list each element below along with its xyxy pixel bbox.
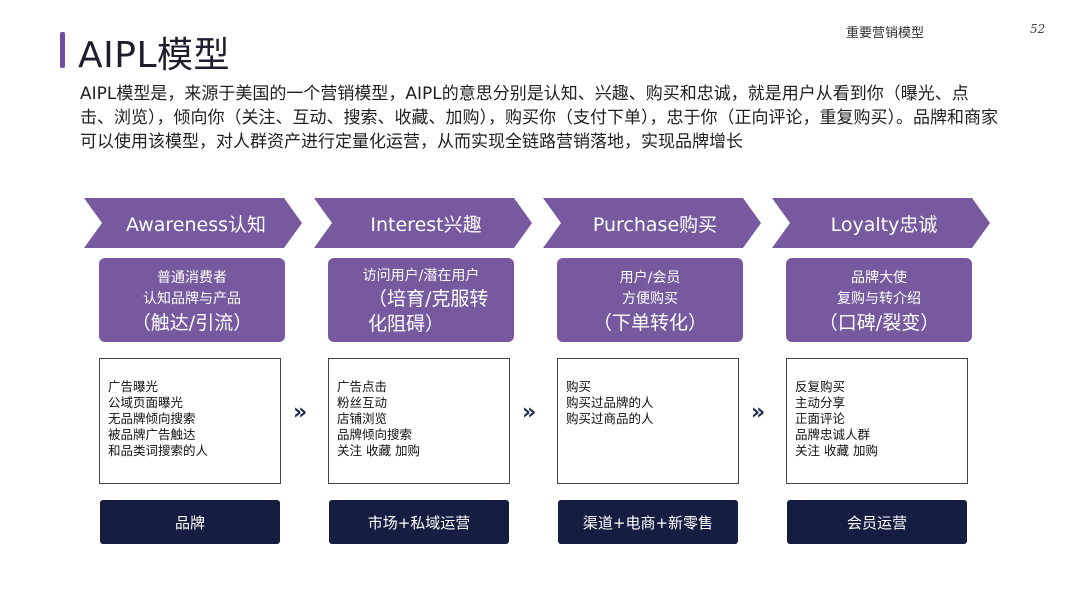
detail-item: 和品类词搜索的人 [108, 443, 209, 458]
channel-bar-purchase: 渠道+电商+新零售 [558, 500, 738, 544]
stage-loyalty: Loyalty忠诚 [772, 198, 990, 248]
stage-label: Interest兴趣 [370, 213, 482, 236]
detail-item: 粉丝互动 [337, 395, 388, 410]
profile-card-purchase: 用户/会员 方便购买 （下单转化） [557, 258, 743, 342]
profile-card-loyalty: 品牌大使 复购与转介绍 （口碑/裂变） [786, 258, 972, 342]
profile-goal: （触达/引流） [131, 312, 253, 334]
detail-item: 品牌倾向搜索 [337, 427, 413, 442]
profile-goal: （下单转化） [592, 312, 707, 334]
channel-label: 市场+私域运营 [367, 513, 471, 532]
title-accent-bar [60, 32, 65, 68]
detail-box-loyalty: 反复购买 主动分享 正面评论 品牌忠诚人群 关注 收藏 加购 [786, 358, 968, 484]
detail-item: 公域页面曝光 [108, 395, 184, 410]
profile-line: 普通消费者 [157, 270, 227, 286]
stage-arrow-loyalty: Loyalty忠诚 [772, 198, 990, 248]
detail-item: 购买 [566, 379, 592, 394]
detail-box-awareness: 广告曝光 公域页面曝光 无品牌倾向搜索 被品牌广告触达 和品类词搜索的人 [99, 358, 281, 484]
detail-item: 关注 收藏 加购 [795, 443, 878, 458]
stage-purchase: Purchase购买 [543, 198, 761, 248]
profile-line: 认知品牌与产品 [143, 291, 241, 307]
stage-arrow-purchase: Purchase购买 [543, 198, 761, 248]
profile-card-interest: 访问用户/潜在用户 （培育/克服转化阻碍） [328, 258, 514, 342]
profile-line: 品牌大使 [851, 270, 907, 286]
channel-label: 渠道+电商+新零售 [582, 513, 714, 532]
channel-bar-interest: 市场+私域运营 [329, 500, 509, 544]
stage-interest: Interest兴趣 [314, 198, 532, 248]
stage-label: Purchase购买 [592, 213, 718, 236]
channel-bar-loyalty: 会员运营 [787, 500, 967, 544]
profile-line: 用户/会员 [619, 270, 681, 286]
channel-bar-awareness: 品牌 [100, 500, 280, 544]
detail-box-purchase: 购买 购买过品牌的人 购买过商品的人 [557, 358, 739, 484]
stage-label: Loyalty忠诚 [830, 213, 938, 236]
profile-line: 方便购买 [622, 291, 678, 307]
stage-arrow-interest: Interest兴趣 [314, 198, 532, 248]
stage-awareness: Awareness认知 [84, 198, 302, 248]
double-chevron-right-icon: » [522, 400, 536, 425]
detail-item: 正面评论 [795, 411, 846, 426]
detail-item: 广告点击 [337, 379, 388, 394]
profile-goal: （培育/克服转化阻碍） [368, 288, 489, 335]
section-label: 重要营销模型 [846, 26, 925, 41]
profile-goal: （口碑/裂变） [818, 312, 940, 334]
detail-item: 广告曝光 [108, 379, 159, 394]
detail-item: 购买过品牌的人 [566, 395, 654, 410]
profile-card-awareness: 普通消费者 认知品牌与产品 （触达/引流） [99, 258, 285, 342]
detail-item: 被品牌广告触达 [108, 427, 196, 442]
detail-item: 主动分享 [795, 395, 846, 410]
intro-paragraph: AIPL模型是，来源于美国的一个营销模型，AIPL的意思分别是认知、兴趣、购买和… [80, 84, 998, 152]
detail-item: 品牌忠诚人群 [795, 427, 871, 442]
channel-label: 品牌 [174, 513, 205, 532]
profile-line: 复购与转介绍 [837, 291, 921, 307]
double-chevron-right-icon: » [293, 400, 307, 425]
detail-box-interest: 广告点击 粉丝互动 店铺浏览 品牌倾向搜索 关注 收藏 加购 [328, 358, 510, 484]
stage-label: Awareness认知 [125, 213, 267, 236]
detail-item: 无品牌倾向搜索 [108, 411, 196, 426]
profile-line: 访问用户/潜在用户 [362, 268, 480, 284]
detail-item: 反复购买 [795, 379, 846, 394]
detail-item: 店铺浏览 [337, 411, 388, 426]
detail-item: 关注 收藏 加购 [337, 443, 420, 458]
double-chevron-right-icon: » [751, 400, 765, 425]
channel-label: 会员运营 [846, 513, 907, 532]
detail-item: 购买过商品的人 [566, 411, 654, 426]
page-title: AIPL模型 [78, 35, 231, 76]
stage-arrow-awareness: Awareness认知 [84, 198, 302, 248]
page-number: 52 [1030, 22, 1046, 36]
